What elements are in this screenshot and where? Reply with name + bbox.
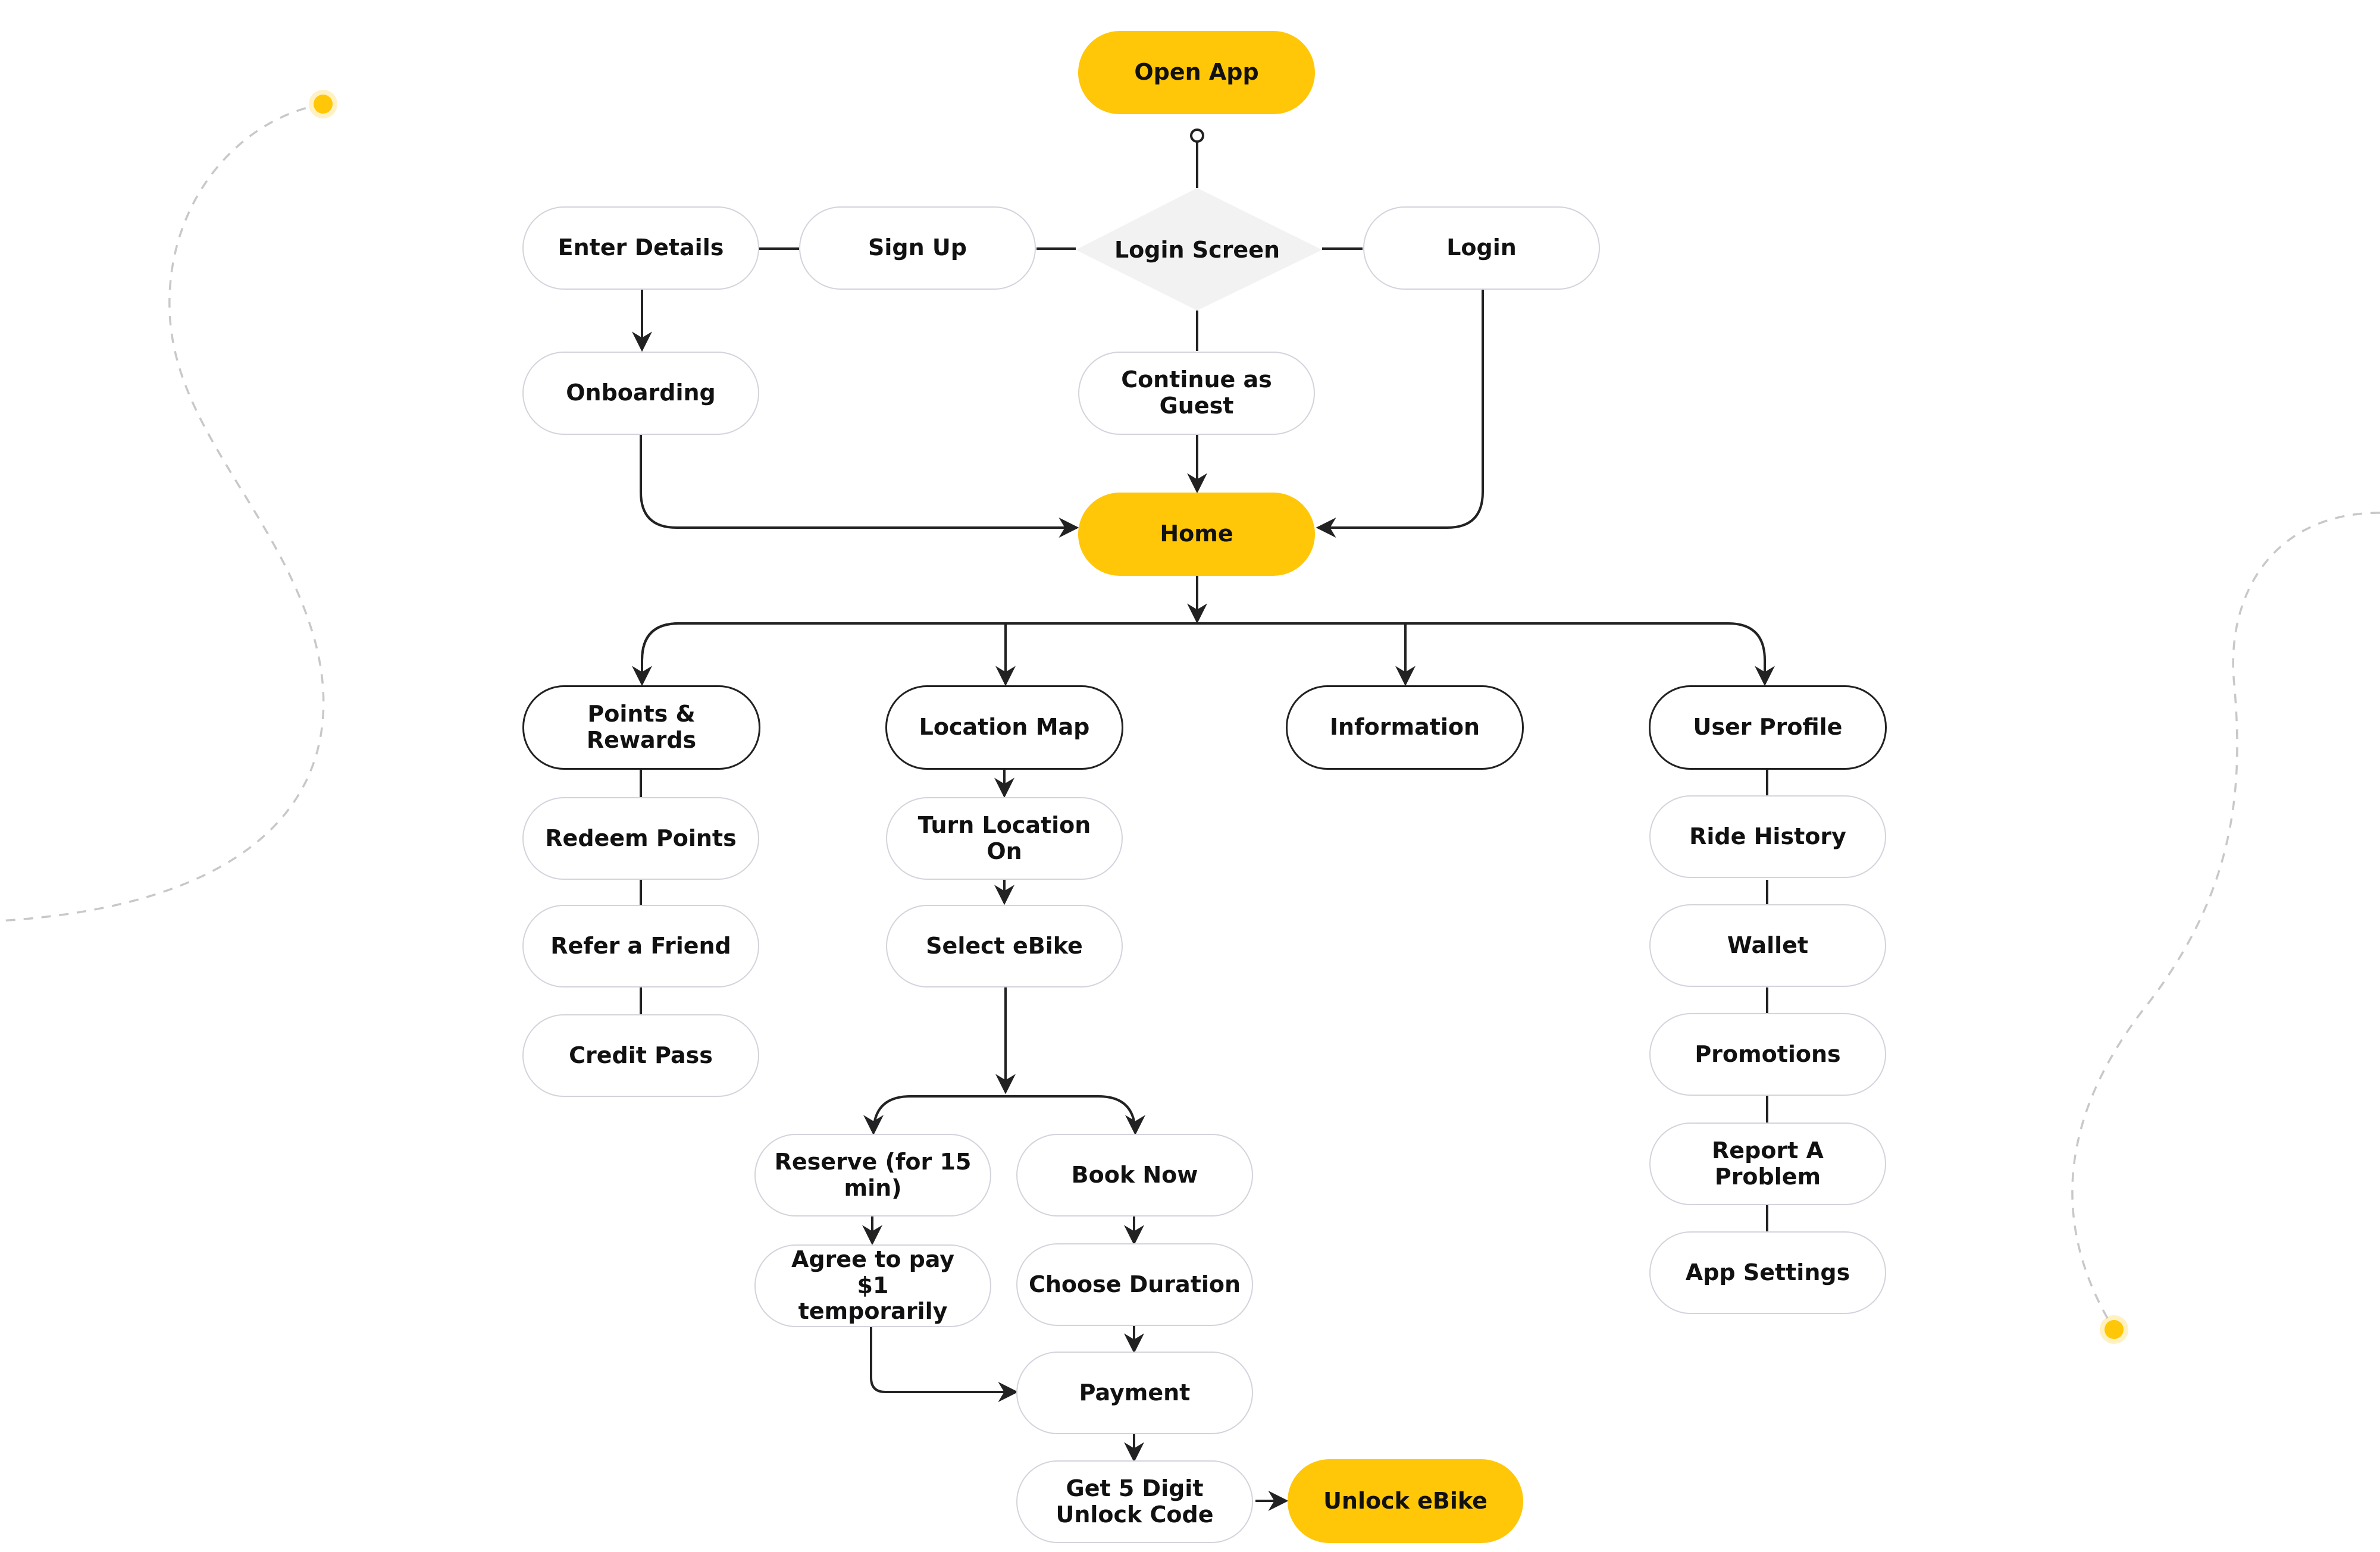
node-unlock-code: Get 5 Digit Unlock Code: [1016, 1460, 1253, 1543]
connector-start-dot: [1190, 128, 1204, 143]
node-agree-pay: Agree to pay $1 temporarily: [754, 1244, 991, 1327]
node-refer-friend: Refer a Friend: [522, 905, 759, 987]
node-points-rewards: Points & Rewards: [522, 685, 760, 770]
edge-onboarding-home: [640, 435, 1079, 538]
node-promotions: Promotions: [1649, 1013, 1886, 1096]
node-enter-details: Enter Details: [522, 206, 759, 290]
node-turn-location-on: Turn Location On: [886, 797, 1123, 880]
edge-branch-bar: [641, 622, 1775, 686]
node-location-map: Location Map: [885, 685, 1123, 770]
node-information: Information: [1286, 685, 1524, 770]
node-report-problem: Report A Problem: [1649, 1123, 1886, 1205]
node-sign-up: Sign Up: [799, 206, 1036, 290]
node-select-ebike: Select eBike: [886, 905, 1123, 987]
decor-curve-left: [0, 103, 325, 922]
edge-split-reserve: [863, 1095, 1006, 1136]
node-onboarding: Onboarding: [522, 352, 759, 435]
node-login: Login: [1363, 206, 1600, 290]
decor-dot-right-core: [2105, 1320, 2124, 1339]
decor-dot-left-core: [314, 95, 333, 114]
node-ride-history: Ride History: [1649, 795, 1886, 878]
node-continue-guest: Continue as Guest: [1078, 352, 1315, 435]
node-credit-pass: Credit Pass: [522, 1014, 759, 1097]
decor-curve-right: [2071, 512, 2380, 1329]
node-unlock-ebike: Unlock eBike: [1288, 1459, 1523, 1543]
node-wallet: Wallet: [1649, 904, 1886, 987]
edge-branch-points: [632, 622, 679, 686]
node-book-now: Book Now: [1016, 1134, 1253, 1216]
node-app-settings: App Settings: [1649, 1231, 1886, 1314]
login-screen-diamond: [1076, 188, 1322, 311]
node-login-screen: Login Screen: [1114, 237, 1280, 263]
node-choose-duration: Choose Duration: [1016, 1243, 1253, 1326]
node-open-app: Open App: [1078, 31, 1315, 114]
node-user-profile: User Profile: [1649, 685, 1887, 770]
edge-login-home: [1316, 290, 1484, 538]
edge-agree-payment: [870, 1327, 1019, 1402]
edge-split-book: [1006, 1095, 1145, 1136]
node-home: Home: [1078, 493, 1315, 576]
node-reserve: Reserve (for 15 min): [754, 1134, 991, 1216]
node-payment: Payment: [1016, 1352, 1253, 1434]
node-redeem-points: Redeem Points: [522, 797, 759, 880]
